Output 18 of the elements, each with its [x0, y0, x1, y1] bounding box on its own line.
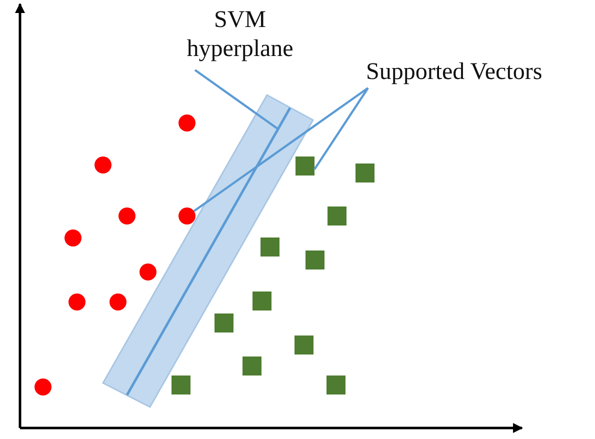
data-point: [110, 294, 126, 310]
callout-label: SVM hyperplane: [186, 6, 294, 64]
data-point: [328, 206, 346, 226]
data-point: [326, 376, 346, 394]
data-point: [118, 208, 136, 224]
leader-line: [193, 87, 369, 212]
data-point: [94, 156, 112, 174]
leader-line: [194, 69, 279, 130]
data-point: [306, 250, 324, 270]
data-point: [68, 294, 86, 310]
data-point: [34, 378, 52, 396]
leader-line: [314, 87, 369, 170]
callout-label: Supported Vectors: [366, 58, 544, 87]
data-point: [296, 156, 314, 176]
data-point: [356, 164, 374, 182]
data-point: [64, 230, 82, 246]
data-point: [294, 336, 314, 354]
hyperplane-line: [126, 107, 292, 396]
